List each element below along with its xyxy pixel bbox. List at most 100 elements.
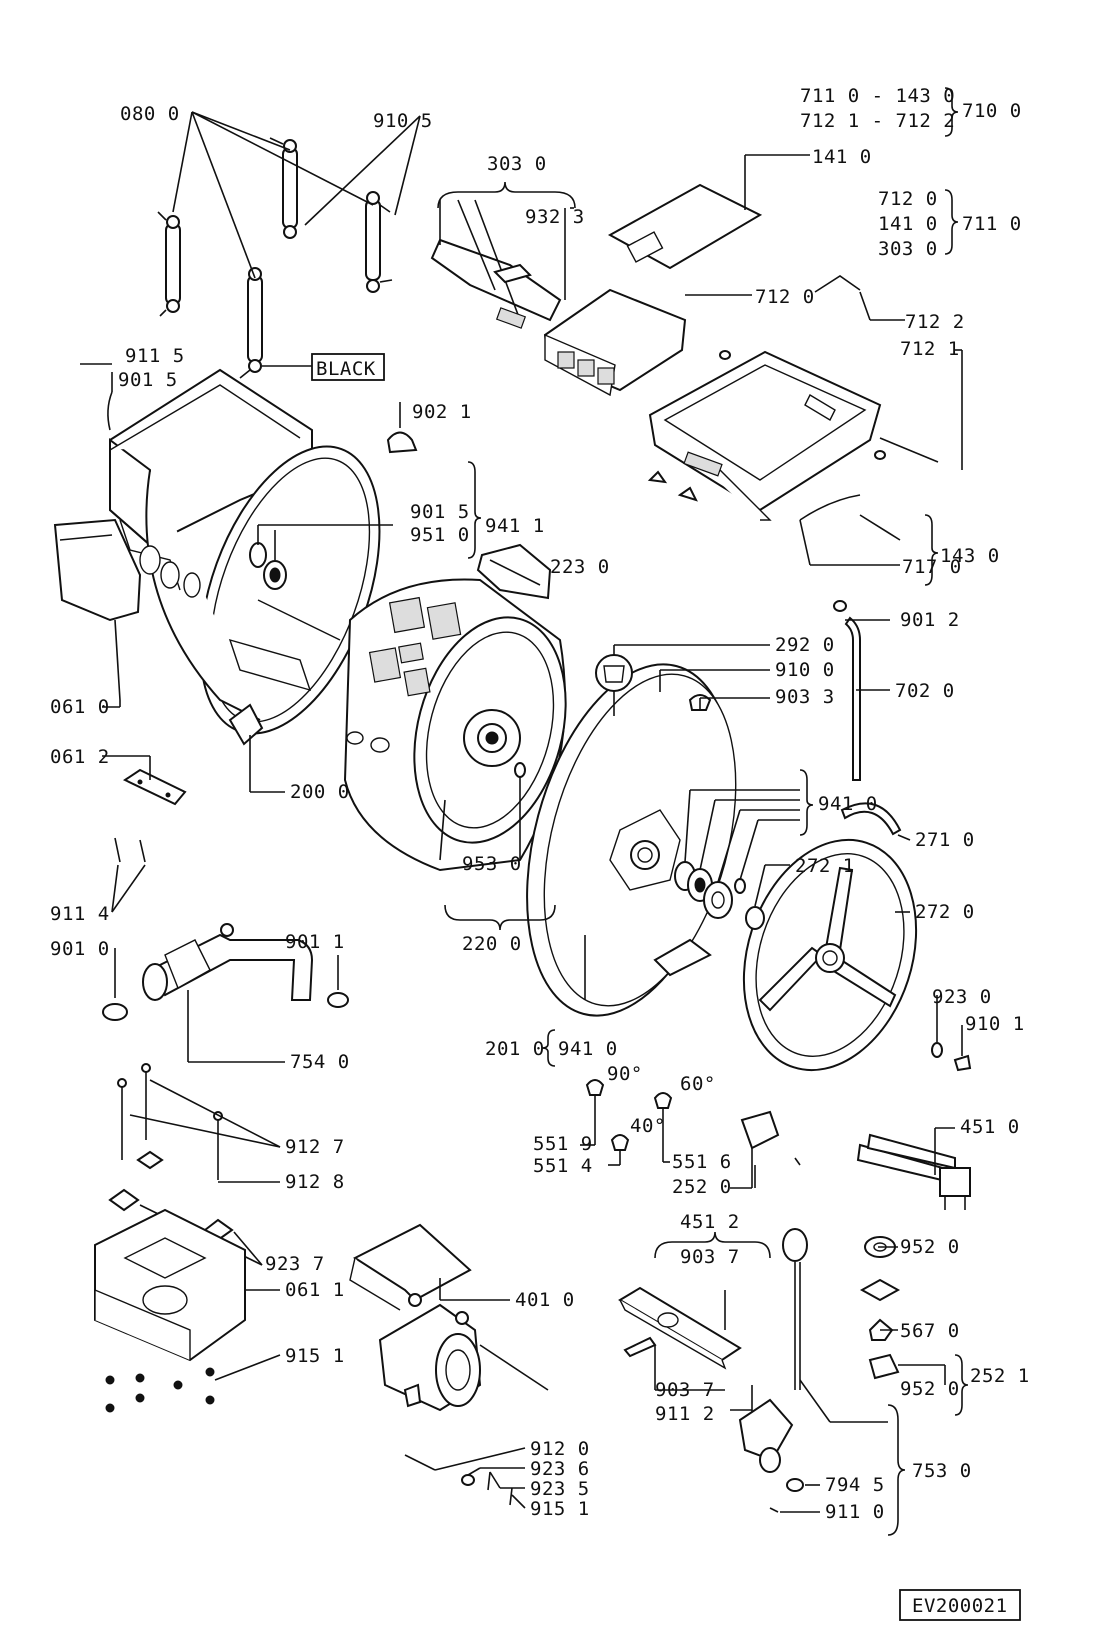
label-923-7: 923 7: [265, 1253, 325, 1275]
shock-absorber: [269, 137, 298, 239]
group-252-1-line-a: 952 0: [900, 1378, 960, 1400]
screw: [509, 1487, 513, 1506]
drawing-code: EV200021: [912, 1595, 1008, 1617]
group-941-1-total: 941 1: [485, 515, 545, 537]
bearing-set-941-0: [674, 861, 746, 919]
part-952-0: [868, 1353, 900, 1380]
label-141-0: 141 0: [812, 146, 872, 168]
drive-belt: [840, 802, 902, 836]
screw: [114, 837, 121, 863]
screw: [487, 1471, 491, 1491]
label-902-1: 902 1: [412, 401, 472, 423]
label-923-6: 923 6: [530, 1458, 590, 1480]
group-753-total: 753 0: [912, 1460, 972, 1482]
gasket: [859, 1278, 901, 1302]
label-923-5: 923 5: [530, 1478, 590, 1500]
side-panel: [53, 518, 142, 701]
drawer-box: [543, 288, 687, 397]
heating-element: [856, 1127, 971, 1210]
label-220-0: 220 0: [462, 933, 522, 955]
part-labels: 080 0 910 5 303 0 932 3 141 0 711 0 - 14…: [50, 85, 1029, 1621]
drain-hose: [142, 923, 314, 1063]
pulley: [742, 838, 918, 1072]
label-903-3: 903 3: [775, 686, 835, 708]
group-753-line-b: 911 0: [825, 1501, 885, 1523]
label-black: BLACK: [316, 358, 376, 380]
label-952-0-a: 952 0: [900, 1236, 960, 1258]
bolt: [404, 1454, 436, 1471]
drain-pump: [738, 1398, 794, 1473]
label-223-0: 223 0: [550, 556, 610, 578]
thermostat-60: [653, 1092, 673, 1109]
label-903-7-b: 903 7: [655, 1379, 715, 1401]
screw: [874, 450, 886, 460]
o-ring: [786, 1478, 804, 1492]
label-40-degrees: 40°: [630, 1115, 666, 1137]
washer: [108, 1188, 140, 1212]
washer: [136, 1150, 164, 1170]
group-941-1-line-b: 951 0: [410, 524, 470, 546]
hose-clamp-901-1: [327, 992, 349, 1008]
level-sensor-rod: [782, 1228, 808, 1390]
group-710-total: 710 0: [962, 100, 1022, 122]
shock-absorber: [157, 211, 181, 317]
label-911-5: 911 5: [125, 345, 185, 367]
label-901-5: 901 5: [118, 369, 178, 391]
label-252-0: 252 0: [672, 1176, 732, 1198]
label-200-0: 200 0: [290, 781, 350, 803]
washer: [461, 1474, 475, 1486]
label-953-0: 953 0: [462, 853, 522, 875]
group-710-line-b: 712 1 - 712 2: [800, 110, 955, 132]
pulley-nut: [745, 906, 765, 930]
screw: [139, 839, 146, 863]
label-911-4: 911 4: [50, 903, 110, 925]
clip-712-2: [814, 275, 861, 293]
label-60-degrees: 60°: [680, 1073, 716, 1095]
clip: [647, 470, 668, 484]
label-551-6: 551 6: [672, 1151, 732, 1173]
label-912-7: 912 7: [285, 1136, 345, 1158]
braces: [437, 87, 969, 1536]
screw: [719, 350, 731, 360]
label-90-degrees: 90°: [607, 1063, 643, 1085]
rear-tub: [526, 663, 737, 1017]
label-910-5: 910 5: [373, 110, 433, 132]
leader-lines: [80, 154, 963, 1513]
shock-absorber: [365, 191, 393, 293]
motor-cover: [349, 1223, 472, 1311]
label-451-0: 451 0: [960, 1116, 1020, 1138]
label-912-8: 912 8: [285, 1171, 345, 1193]
group-711-line-b: 141 0: [878, 213, 938, 235]
clip: [677, 486, 698, 502]
label-061-0: 061 0: [50, 696, 110, 718]
motor: [378, 1278, 549, 1412]
label-061-2: 061 2: [50, 746, 110, 768]
bracket-061-2: [122, 768, 187, 806]
nut-set: [105, 1367, 215, 1413]
label-903-7-a: 903 7: [680, 1246, 740, 1268]
label-702-0: 702 0: [895, 680, 955, 702]
label-201-0: 201 0: [485, 1038, 545, 1060]
label-910-0: 910 0: [775, 659, 835, 681]
label-303-0: 303 0: [487, 153, 547, 175]
label-567-0: 567 0: [900, 1320, 960, 1342]
group-710-line-a: 711 0 - 143 0: [800, 85, 955, 107]
label-271-0: 271 0: [915, 829, 975, 851]
label-451-2: 451 2: [680, 1211, 740, 1233]
label-551-9: 551 9: [533, 1133, 593, 1155]
label-901-0: 901 0: [50, 938, 110, 960]
label-915-1-b: 915 1: [530, 1498, 590, 1520]
bracket-223-0: [476, 543, 552, 600]
thermostat-40: [610, 1134, 630, 1151]
black-tag: [311, 353, 385, 381]
dispenser-housing: [648, 350, 882, 521]
clamp-902-1: [386, 402, 418, 454]
seal-set-941-1: [249, 524, 393, 590]
label-915-1: 915 1: [285, 1345, 345, 1367]
label-401-0: 401 0: [515, 1289, 575, 1311]
group-143-line-a: 717 0: [902, 556, 962, 578]
thermostat-90: [585, 1079, 605, 1096]
shock-absorber-group: [157, 111, 421, 379]
label-901-1: 901 1: [285, 931, 345, 953]
